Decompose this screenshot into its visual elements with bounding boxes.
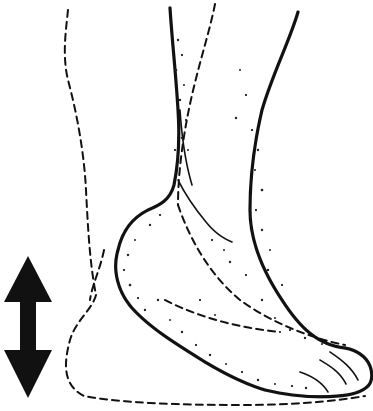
lowered-shin-front: [65, 10, 96, 295]
toe-line-1: [320, 360, 346, 384]
heel-line: [116, 250, 265, 390]
lowered-foot-outline: [65, 4, 365, 405]
lowered-instep-line: [178, 205, 345, 345]
stipple-shading: [123, 39, 323, 389]
calf-back-line: [250, 12, 345, 348]
toe-line-3: [300, 372, 328, 392]
toe-line-2: [330, 352, 358, 380]
lowered-arch-line: [165, 300, 280, 332]
lowered-calf-back: [178, 4, 215, 205]
double-vertical-arrow-icon: [4, 256, 52, 398]
sole-line: [265, 386, 368, 397]
raised-foot-outline: [116, 8, 372, 397]
lowered-heel-sole: [66, 295, 365, 405]
shin-front-line: [118, 8, 179, 250]
ankle-bone-line: [178, 180, 232, 242]
